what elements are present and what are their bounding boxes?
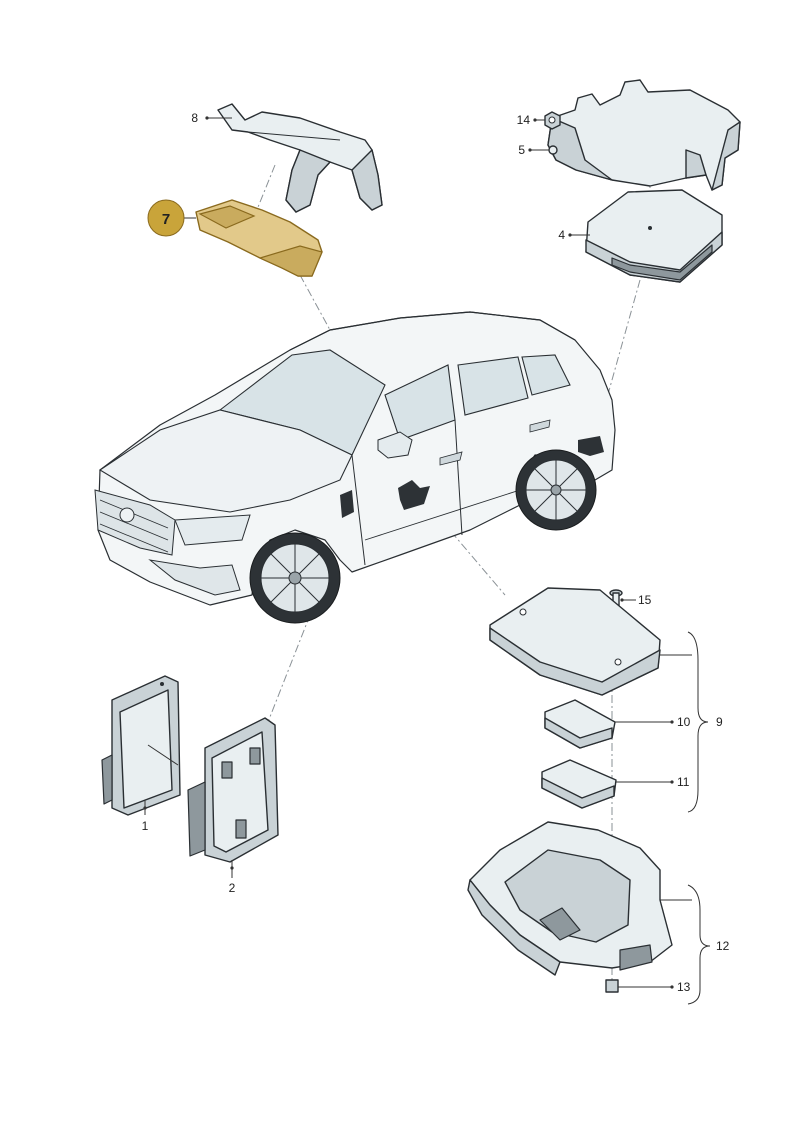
callout-9-label: 9: [716, 715, 723, 729]
callout-7-label: 7: [162, 211, 170, 228]
callout-2-label: 2: [229, 881, 236, 895]
callout-12-label: 12: [716, 939, 730, 953]
callout-14-label: 14: [517, 113, 531, 127]
part-11-module[interactable]: [541, 759, 617, 809]
part-2-bracket[interactable]: [187, 717, 279, 863]
callout-15-label: 15: [638, 593, 652, 607]
leader-lines: [143, 116, 711, 1005]
part-8-bracket[interactable]: [217, 103, 383, 213]
part-12-tray[interactable]: [467, 821, 673, 976]
part-4-control-unit[interactable]: [585, 189, 723, 283]
callout-4-label: 4: [558, 228, 565, 242]
callout-7-badge[interactable]: [147, 199, 185, 237]
part-13-clip[interactable]: [605, 979, 619, 993]
part-9-main-unit[interactable]: [489, 587, 661, 696]
callout-1-label: 1: [142, 819, 149, 833]
callout-8-label: 8: [191, 111, 198, 125]
part-5-holder[interactable]: [547, 79, 741, 191]
callout-13-label: 13: [677, 980, 691, 994]
vehicle-suv: [94, 311, 616, 624]
callout-10-label: 10: [677, 715, 691, 729]
callout-5-label: 5: [518, 143, 525, 157]
part-14-nut[interactable]: [544, 111, 561, 130]
part-7-highlighted-module[interactable]: [195, 199, 323, 277]
callout-11-label: 11: [677, 775, 690, 789]
part-10-module[interactable]: [544, 699, 616, 749]
part-1-module[interactable]: [101, 675, 181, 816]
